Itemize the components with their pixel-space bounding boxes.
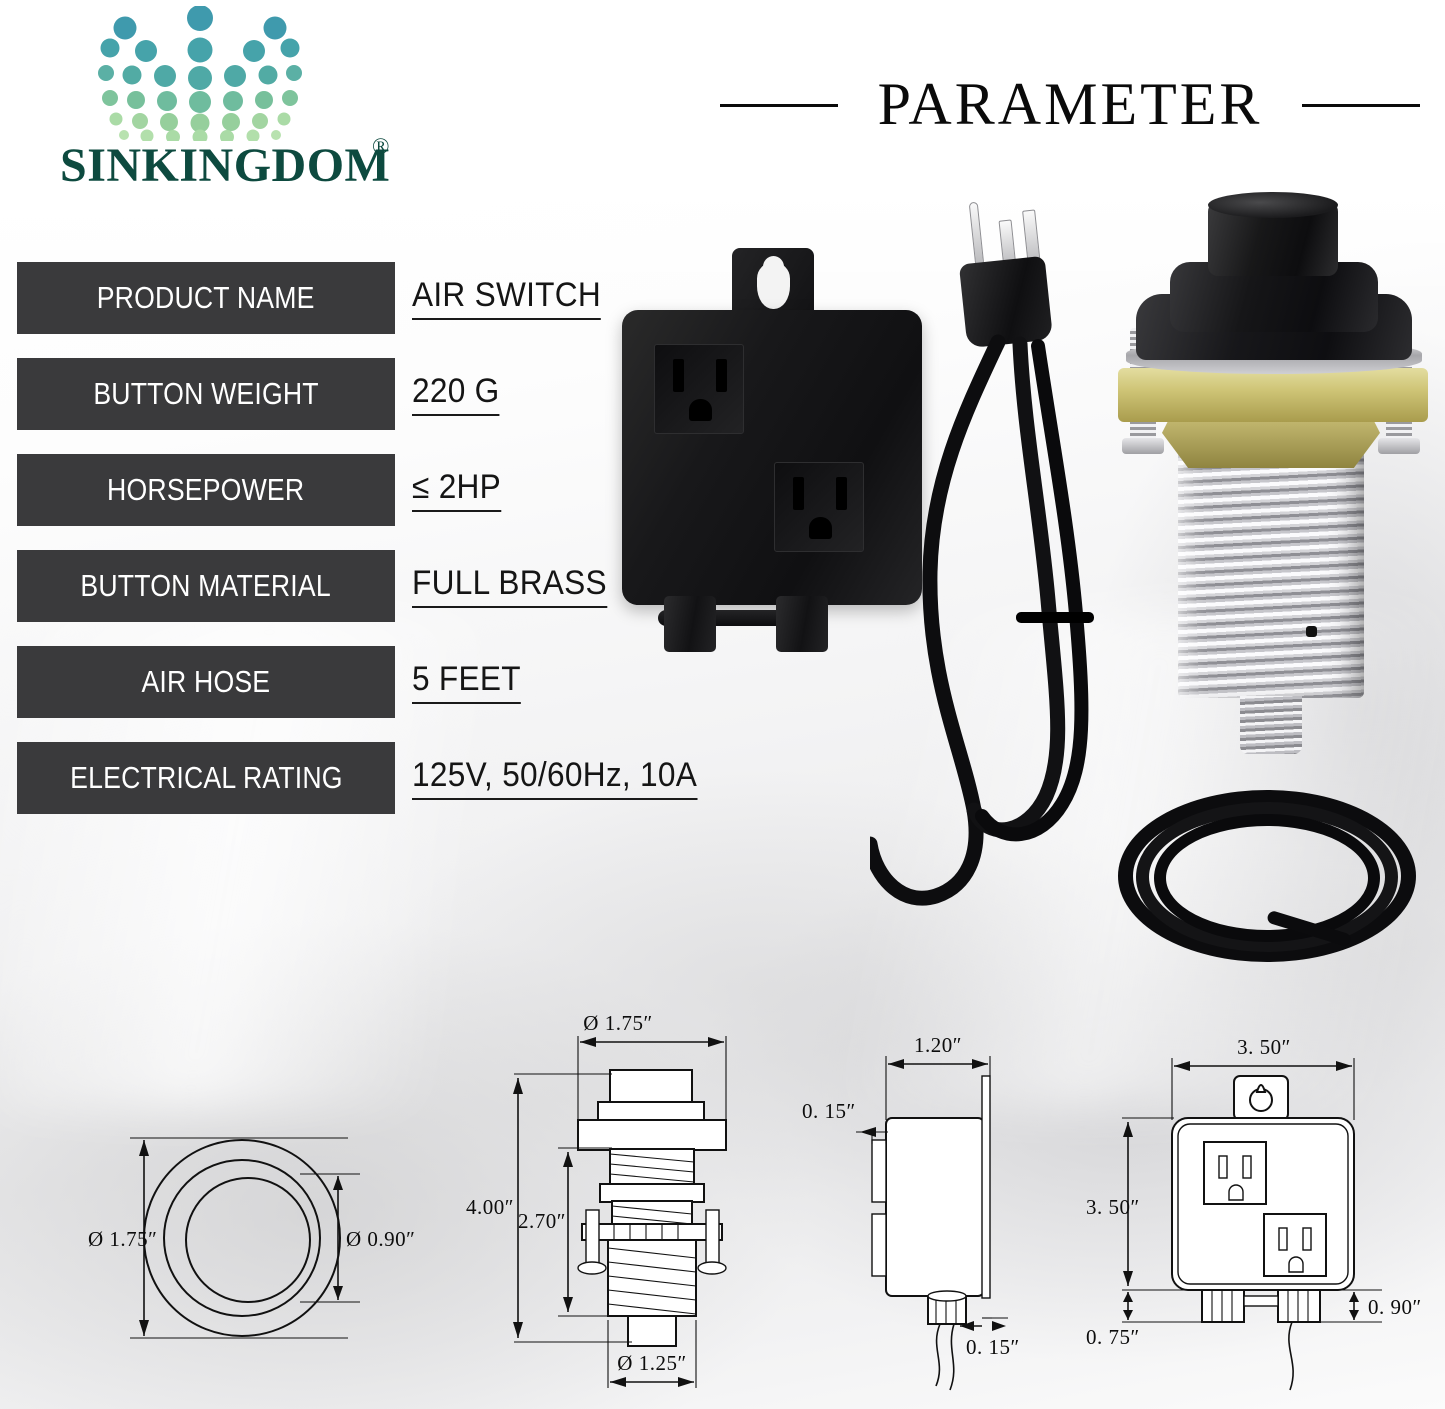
outlet-slot-right bbox=[836, 477, 847, 510]
dim-box-depth: 1.20″ bbox=[914, 1033, 962, 1057]
outlet-slot-left bbox=[793, 477, 804, 510]
table-row: HORSEPOWER ≤ 2HP bbox=[17, 454, 777, 550]
cable-gland-left bbox=[664, 596, 716, 652]
spec-value-text: 5 FEET bbox=[412, 660, 521, 704]
keyhole-icon bbox=[757, 256, 790, 309]
hose-nipple bbox=[1240, 696, 1302, 754]
table-row: BUTTON WEIGHT 220 G bbox=[17, 358, 777, 454]
drawing-box-side-view: 1.20″ 0. 15″ 0. 15″ bbox=[800, 1018, 1120, 1398]
outlet-receptacle-bottom bbox=[774, 462, 864, 552]
dim-gland-height-right: 0. 90″ bbox=[1368, 1295, 1422, 1319]
spec-label-text: BUTTON MATERIAL bbox=[80, 568, 332, 603]
spec-value-button-weight: 220 G bbox=[412, 363, 506, 425]
dim-box-height: 3. 50″ bbox=[1086, 1195, 1140, 1219]
spec-value-electrical-rating: 125V, 50/60Hz, 10A bbox=[412, 747, 719, 809]
spec-value-text: 125V, 50/60Hz, 10A bbox=[412, 756, 698, 800]
outlet-ground-pin bbox=[809, 517, 832, 539]
spec-label-horsepower: HORSEPOWER bbox=[17, 454, 395, 526]
table-row: PRODUCT NAME AIR SWITCH bbox=[17, 262, 777, 358]
table-row: AIR HOSE 5 FEET bbox=[17, 646, 777, 742]
spec-value-text: FULL BRASS bbox=[412, 564, 607, 608]
specification-table: PRODUCT NAME AIR SWITCH BUTTON WEIGHT 22… bbox=[17, 262, 777, 838]
outlet-slot-left bbox=[673, 359, 684, 392]
spec-label-text: ELECTRICAL RATING bbox=[69, 760, 343, 795]
spec-value-text: ≤ 2HP bbox=[412, 468, 502, 512]
outlet-ground-pin bbox=[689, 399, 712, 421]
dim-flange-top: 0. 15″ bbox=[802, 1099, 856, 1123]
crown-dots-logo-icon bbox=[98, 6, 302, 141]
spec-value-product-name: AIR SWITCH bbox=[412, 267, 615, 329]
dim-outer-diameter: Ø 1.75″ bbox=[88, 1227, 157, 1251]
drawing-button-top-view: Ø 1.75″ Ø 0.90″ bbox=[70, 1120, 430, 1370]
spec-label-text: PRODUCT NAME bbox=[97, 280, 315, 315]
outlet-receptacle-top bbox=[654, 344, 744, 434]
spec-label-text: AIR HOSE bbox=[141, 664, 271, 699]
barrel-vent-hole bbox=[1306, 626, 1317, 637]
hose-coil-ring-inner bbox=[1154, 814, 1380, 942]
brass-mounting-plate bbox=[1118, 368, 1428, 422]
table-row: BUTTON MATERIAL FULL BRASS bbox=[17, 550, 777, 646]
spec-label-air-hose: AIR HOSE bbox=[17, 646, 395, 718]
technical-drawings: Ø 1.75″ Ø 0.90″ bbox=[0, 990, 1445, 1409]
drawing-button-side-view: Ø 1.75″ 4.00″ 2.70″ Ø 1.25″ bbox=[462, 1002, 792, 1402]
page-header: PARAMETER bbox=[720, 62, 1420, 152]
spec-label-button-material: BUTTON MATERIAL bbox=[17, 550, 395, 622]
cord-cable-paths bbox=[870, 334, 1094, 906]
dim-flange-bottom: 0. 15″ bbox=[966, 1335, 1020, 1359]
dim-thread-length: 2.70″ bbox=[518, 1209, 566, 1233]
header-rule-right bbox=[1302, 104, 1420, 107]
outlet-slot-right bbox=[716, 359, 727, 392]
spec-value-horsepower: ≤ 2HP bbox=[412, 459, 508, 521]
spec-label-button-weight: BUTTON WEIGHT bbox=[17, 358, 395, 430]
dim-box-width: 3. 50″ bbox=[1237, 1035, 1291, 1059]
spec-label-product-name: PRODUCT NAME bbox=[17, 262, 395, 334]
dim-total-height: 4.00″ bbox=[466, 1195, 514, 1219]
page-title: PARAMETER bbox=[877, 71, 1263, 137]
spec-value-text: 220 G bbox=[412, 372, 500, 416]
spec-value-button-material: FULL BRASS bbox=[412, 555, 622, 617]
registered-trademark-icon: ® bbox=[372, 134, 390, 159]
air-hose-coil-photo bbox=[1118, 790, 1418, 970]
spec-value-air-hose: 5 FEET bbox=[412, 651, 529, 713]
brand-logo: SINKINGDOM ® bbox=[60, 6, 390, 206]
dim-gland-height-left: 0. 75″ bbox=[1086, 1325, 1140, 1349]
threaded-barrel bbox=[1178, 448, 1364, 698]
dim-cap-diameter: Ø 1.75″ bbox=[583, 1011, 652, 1035]
spec-value-text: AIR SWITCH bbox=[412, 276, 601, 320]
spec-label-text: HORSEPOWER bbox=[107, 472, 305, 507]
brand-wordmark: SINKINGDOM bbox=[60, 139, 391, 192]
air-switch-button-photo bbox=[1100, 190, 1440, 810]
mounting-stud-foot-right bbox=[1378, 438, 1420, 454]
power-cord-photo bbox=[870, 180, 1170, 940]
button-cap-top bbox=[1208, 192, 1338, 218]
cable-gland-right bbox=[776, 596, 828, 652]
outlet-box-body bbox=[622, 310, 922, 605]
spec-label-text: BUTTON WEIGHT bbox=[93, 376, 319, 411]
header-rule-left bbox=[720, 104, 838, 107]
drawing-box-front-view: 3. 50″ 3. 50″ 0. 75″ 0. 90″ bbox=[1086, 1018, 1436, 1398]
background-top-fade bbox=[0, 0, 1445, 300]
outlet-box-photo bbox=[622, 248, 922, 652]
table-row: ELECTRICAL RATING 125V, 50/60Hz, 10A bbox=[17, 742, 777, 838]
mounting-stud-foot-left bbox=[1122, 438, 1164, 454]
product-photo-group bbox=[600, 180, 1445, 990]
spec-label-electrical-rating: ELECTRICAL RATING bbox=[17, 742, 395, 814]
dim-inner-diameter: Ø 0.90″ bbox=[346, 1227, 415, 1251]
dim-thread-diameter: Ø 1.25″ bbox=[617, 1351, 686, 1375]
